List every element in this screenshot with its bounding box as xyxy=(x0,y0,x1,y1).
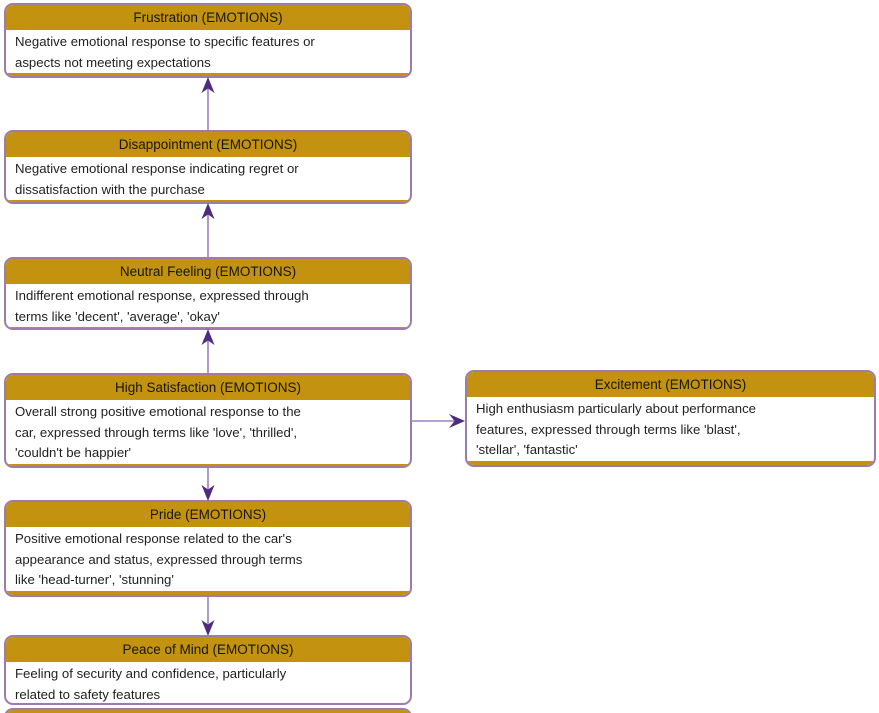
node-excitement-title: Excitement (EMOTIONS) xyxy=(467,372,874,397)
node-footer-bar xyxy=(6,327,410,328)
arrow-high-satisfaction-to-pride xyxy=(201,467,215,501)
node-excitement-description: High enthusiasm particularly about perfo… xyxy=(476,401,757,457)
node-peace-of-mind-title: Peace of Mind (EMOTIONS) xyxy=(6,637,410,662)
arrow-high-satisfaction-to-excitement xyxy=(411,414,465,428)
node-high-satisfaction-description: Overall strong positive emotional respon… xyxy=(15,404,301,460)
node-footer-bar xyxy=(467,460,874,465)
node-pride[interactable]: Pride (EMOTIONS) Positive emotional resp… xyxy=(4,500,412,597)
node-pride-title: Pride (EMOTIONS) xyxy=(6,502,410,527)
node-clipped-bottom[interactable] xyxy=(4,708,412,713)
node-neutral-feeling-description: Indifferent emotional response, expresse… xyxy=(15,288,309,324)
node-disappointment[interactable]: Disappointment (EMOTIONS) Negative emoti… xyxy=(4,130,412,204)
node-disappointment-description: Negative emotional response indicating r… xyxy=(15,161,299,197)
node-pride-description: Positive emotional response related to t… xyxy=(15,531,303,587)
node-footer-bar xyxy=(6,590,410,595)
node-neutral-feeling[interactable]: Neutral Feeling (EMOTIONS) Indifferent e… xyxy=(4,257,412,330)
arrow-pride-to-peace-of-mind xyxy=(201,596,215,636)
node-disappointment-title: Disappointment (EMOTIONS) xyxy=(6,132,410,157)
node-frustration[interactable]: Frustration (EMOTIONS) Negative emotiona… xyxy=(4,3,412,78)
node-clipped-bottom-title xyxy=(6,710,410,713)
node-footer-bar xyxy=(6,73,410,76)
node-high-satisfaction[interactable]: High Satisfaction (EMOTIONS) Overall str… xyxy=(4,373,412,468)
node-peace-of-mind-description: Feeling of security and confidence, part… xyxy=(15,666,287,702)
node-footer-bar xyxy=(6,200,410,202)
arrow-neutral-feeling-to-disappointment xyxy=(201,203,215,257)
node-peace-of-mind[interactable]: Peace of Mind (EMOTIONS) Feeling of secu… xyxy=(4,635,412,705)
node-excitement[interactable]: Excitement (EMOTIONS) High enthusiasm pa… xyxy=(465,370,876,467)
node-frustration-title: Frustration (EMOTIONS) xyxy=(6,5,410,30)
node-neutral-feeling-title: Neutral Feeling (EMOTIONS) xyxy=(6,259,410,284)
node-frustration-description: Negative emotional response to specific … xyxy=(15,34,315,70)
arrow-high-satisfaction-to-neutral-feeling xyxy=(201,329,215,373)
node-footer-bar xyxy=(6,463,410,466)
arrow-disappointment-to-frustration xyxy=(201,77,215,130)
node-high-satisfaction-title: High Satisfaction (EMOTIONS) xyxy=(6,375,410,400)
